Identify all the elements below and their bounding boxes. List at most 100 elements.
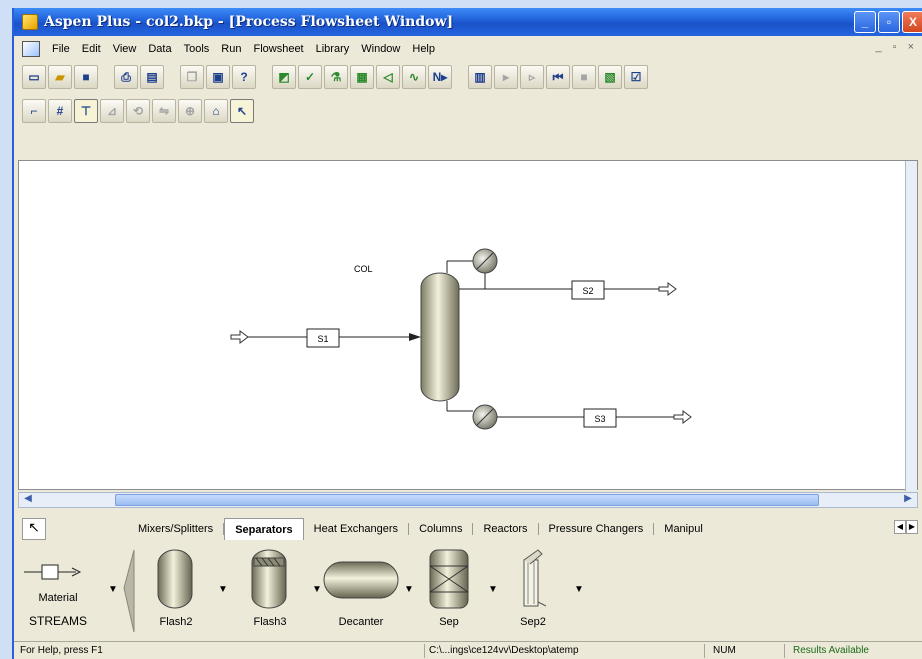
close-button[interactable]: X — [902, 11, 922, 33]
flash2-dropdown-icon[interactable]: ▼ — [218, 584, 228, 595]
zoom-icon[interactable]: ⊕ — [178, 99, 202, 123]
control-panel-icon[interactable]: ▥ — [468, 65, 492, 89]
menu-library[interactable]: Library — [315, 43, 350, 55]
tab-manipulators[interactable]: Manipul — [664, 523, 703, 535]
palette-flash2[interactable]: Flash2 — [136, 544, 216, 636]
library-select-arrow-icon[interactable]: ↖ — [22, 518, 46, 540]
stream-s1-label-box[interactable] — [306, 328, 340, 348]
stream-top-product[interactable]: S2 — [459, 280, 677, 300]
sep2-icon — [523, 549, 547, 607]
tab-scroll-left-icon[interactable]: ◀ — [894, 520, 906, 534]
scroll-left-icon[interactable]: ◀ — [24, 493, 32, 504]
align-icon[interactable]: ⊿ — [100, 99, 124, 123]
stream-s2-label-box[interactable] — [571, 280, 605, 300]
menu-data[interactable]: Data — [148, 43, 172, 55]
grid-icon[interactable]: # — [48, 99, 72, 123]
copy-icon[interactable]: ❐ — [180, 65, 204, 89]
streams-icon[interactable]: ◁ — [376, 65, 400, 89]
corner-icon[interactable]: ⌐ — [22, 99, 46, 123]
decanter-dropdown-icon[interactable]: ▼ — [404, 584, 414, 595]
check-results-icon[interactable]: ☑ — [624, 65, 648, 89]
document-system-menu-icon[interactable] — [22, 41, 40, 57]
stream-s3-label-box[interactable] — [583, 408, 617, 428]
top-outlet-arrow-icon — [658, 282, 677, 296]
stream-bottom-product[interactable]: S3 — [497, 408, 692, 428]
components-icon[interactable]: ⚗ — [324, 65, 348, 89]
flash3-dropdown-icon[interactable]: ▼ — [312, 584, 322, 595]
streams-dropdown-icon[interactable]: ▼ — [108, 584, 118, 595]
flash3-icon — [251, 549, 287, 609]
library-tabs: Mixers/Splitters Separators Heat Exchang… — [128, 518, 713, 540]
next-icon[interactable]: N▸ — [428, 65, 452, 89]
properties-icon[interactable]: ▦ — [350, 65, 374, 89]
stop-icon[interactable]: ■ — [572, 65, 596, 89]
new-icon[interactable]: ▭ — [22, 65, 46, 89]
run-icon[interactable]: ▸ — [494, 65, 518, 89]
tab-scroll-right-icon[interactable]: ▶ — [906, 520, 918, 534]
flip-icon[interactable]: ⇋ — [152, 99, 176, 123]
palette-decanter[interactable]: Decanter — [318, 544, 404, 636]
flash2-icon — [157, 549, 193, 609]
tab-columns[interactable]: Columns — [409, 523, 474, 535]
tab-mixers-splitters[interactable]: Mixers/Splitters — [128, 523, 225, 535]
setup-icon[interactable]: ✓ — [298, 65, 322, 89]
rotate-icon[interactable]: ⟲ — [126, 99, 150, 123]
tab-heat-exchangers[interactable]: Heat Exchangers — [304, 523, 410, 535]
report-icon[interactable]: ▧ — [598, 65, 622, 89]
paste-icon[interactable]: ▣ — [206, 65, 230, 89]
tab-pressure-changers[interactable]: Pressure Changers — [539, 523, 655, 535]
column-block-label: COL — [354, 264, 373, 274]
menu-window[interactable]: Window — [361, 43, 401, 55]
palette-sep2[interactable]: Sep2 — [498, 544, 568, 636]
minimize-button[interactable]: _ — [854, 11, 876, 33]
tab-separators[interactable]: Separators — [224, 518, 304, 540]
palette-flash3[interactable]: Flash3 — [230, 544, 310, 636]
help-pointer-icon[interactable]: ? — [232, 65, 256, 89]
canvas-vertical-scrollbar[interactable] — [905, 161, 917, 491]
menu-flowsheet[interactable]: Flowsheet — [253, 43, 304, 55]
lock-icon[interactable]: ⌂ — [204, 99, 228, 123]
status-working-directory: C:\...ings\ce124vv\Desktop\atemp — [424, 644, 674, 658]
menu-help[interactable]: Help — [412, 43, 435, 55]
print-preview-icon[interactable]: ▤ — [140, 65, 164, 89]
distillation-column-block[interactable] — [420, 272, 460, 402]
reboiler-icon[interactable] — [446, 401, 498, 430]
flowsheet-canvas[interactable]: COL S1 — [18, 160, 918, 491]
select-arrow-icon[interactable]: ↖ — [230, 99, 254, 123]
menu-run[interactable]: Run — [221, 43, 242, 55]
sep-dropdown-icon[interactable]: ▼ — [488, 584, 498, 595]
status-bar: For Help, press F1 C:\...ings\ce124vv\De… — [14, 641, 922, 659]
print-icon[interactable]: ⎙ — [114, 65, 138, 89]
reinit-icon[interactable]: ⏮ — [546, 65, 570, 89]
tab-reactors[interactable]: Reactors — [473, 523, 539, 535]
save-icon[interactable]: ■ — [74, 65, 98, 89]
scroll-right-icon[interactable]: ▶ — [904, 493, 912, 504]
feed-inlet-arrow-icon — [230, 330, 249, 344]
canvas-horizontal-scrollbar[interactable]: ◀ ▶ — [18, 492, 918, 508]
palette-sep[interactable]: Sep — [414, 544, 484, 636]
restore-button[interactable]: ▫ — [878, 11, 900, 33]
scrollbar-thumb[interactable] — [115, 494, 819, 506]
stream-type-label: Material — [38, 592, 78, 604]
menu-file[interactable]: File — [52, 43, 70, 55]
mdi-window-controls[interactable]: _ ▫ × — [875, 41, 918, 53]
step-icon[interactable]: ▹ — [520, 65, 544, 89]
sep2-dropdown-icon[interactable]: ▼ — [574, 584, 584, 595]
menu-tools[interactable]: Tools — [183, 43, 210, 55]
stream-feed[interactable]: S1 — [230, 328, 421, 348]
palette-material-streams[interactable]: Material STREAMS — [18, 544, 98, 636]
blocks-icon[interactable]: ∿ — [402, 65, 426, 89]
aspen-app-icon[interactable] — [22, 14, 38, 30]
open-icon[interactable]: ▰ — [48, 65, 72, 89]
sep-icon — [429, 549, 469, 609]
data-browser-icon[interactable]: ◩ — [272, 65, 296, 89]
bottom-outlet-arrow-icon — [673, 410, 692, 424]
menu-view[interactable]: View — [112, 43, 137, 55]
menu-edit[interactable]: Edit — [81, 43, 101, 55]
snap-icon[interactable]: ⊤ — [74, 99, 98, 123]
title-bar[interactable]: Aspen Plus - col2.bkp - [Process Flowshe… — [14, 8, 922, 36]
sep2-label: Sep2 — [520, 616, 546, 628]
feed-arrowhead-icon — [409, 333, 421, 341]
flowsheet-diagram[interactable]: COL S1 — [19, 161, 905, 489]
status-help-text: For Help, press F1 — [20, 645, 103, 656]
